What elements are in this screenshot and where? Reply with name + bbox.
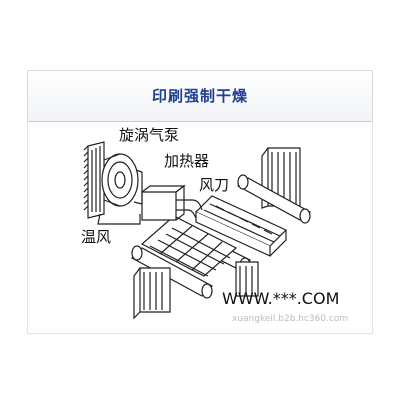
- paper-web-bottom: [235, 261, 259, 297]
- diagram-title: 印刷强制干燥: [151, 87, 248, 105]
- printed-sheet: [140, 215, 238, 277]
- label-warm-air: 温风: [81, 228, 111, 246]
- vortex-pump: [83, 141, 143, 225]
- air-duct: [176, 199, 203, 219]
- title-bar: 印刷强制干燥: [27, 70, 373, 122]
- paper-web-right: [261, 147, 301, 209]
- label-air-knife: 风刀: [199, 176, 229, 194]
- heater: [141, 184, 186, 221]
- diagram-panel: [27, 122, 373, 334]
- label-vortex-pump: 旋涡气泵: [119, 126, 179, 144]
- watermark-sub: xuangkeil.b2b.hc360.com: [232, 314, 348, 324]
- label-heater: 加热器: [164, 152, 209, 170]
- paper-web-left: [133, 267, 171, 320]
- watermark-url: WWW.***.COM: [222, 289, 339, 308]
- roller-lower: [131, 245, 213, 299]
- roller-upper: [236, 174, 312, 224]
